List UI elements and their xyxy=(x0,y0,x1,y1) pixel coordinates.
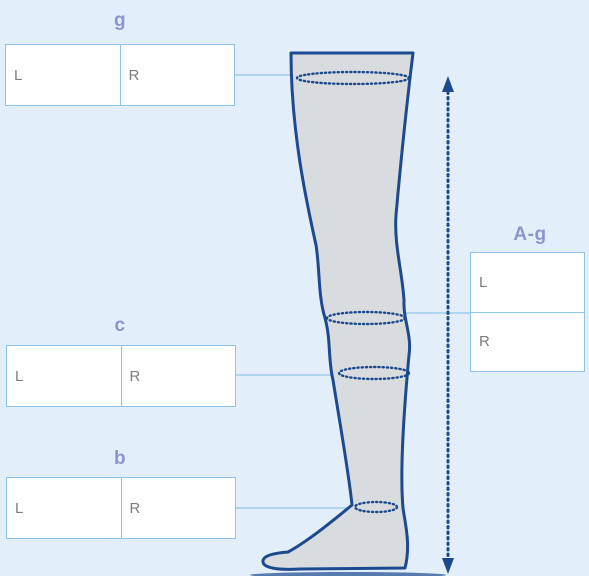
length-arrow-top-head xyxy=(442,76,454,92)
measure-box-c: L R xyxy=(6,345,236,407)
measure-box-length: L R xyxy=(470,252,585,372)
heading-b: b xyxy=(113,448,127,469)
circumference-b-ellipse xyxy=(353,500,399,514)
g-right-field[interactable]: R xyxy=(119,45,235,105)
measure-box-b: L R xyxy=(6,477,236,539)
b-right-field[interactable]: R xyxy=(120,478,236,538)
circumference-g-ellipse xyxy=(295,70,411,86)
g-left-field[interactable]: L xyxy=(14,66,23,84)
circumference-c-ellipse xyxy=(337,365,411,381)
measure-box-g: L R xyxy=(5,44,235,106)
heading-g: g xyxy=(113,10,127,31)
length-right-field[interactable]: R xyxy=(471,311,584,372)
length-left-field[interactable]: L xyxy=(479,273,488,291)
length-arrow-bottom-head xyxy=(442,558,454,574)
knee-ellipse xyxy=(325,310,407,326)
c-right-field[interactable]: R xyxy=(120,346,236,406)
heading-c: c xyxy=(114,315,126,336)
leg-outline xyxy=(261,51,415,571)
floor-shadow xyxy=(250,572,446,576)
heading-length: A-g xyxy=(513,224,547,245)
b-left-field[interactable]: L xyxy=(15,499,24,517)
c-left-field[interactable]: L xyxy=(15,367,24,385)
